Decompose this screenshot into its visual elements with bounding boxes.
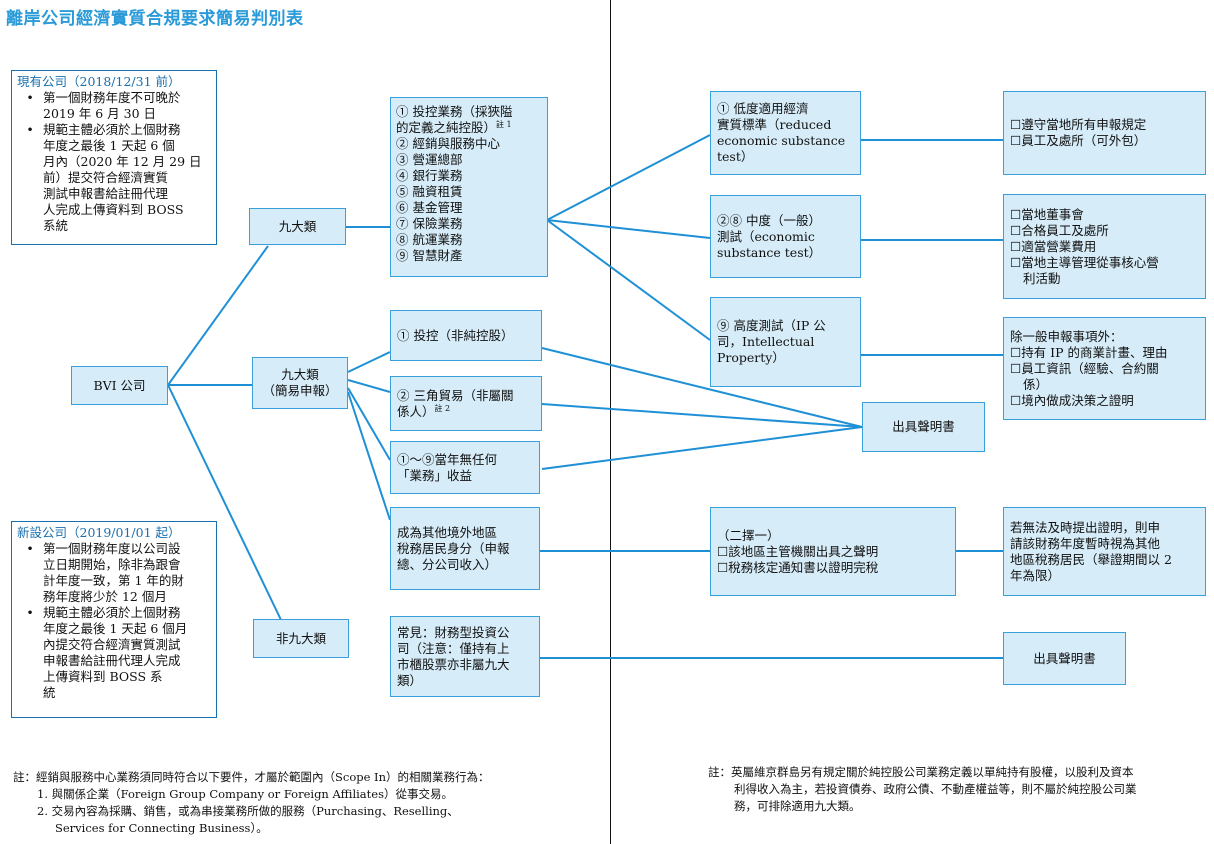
no-business-income-box: ①～⑨當年無任何 「業務」收益 [390,441,540,494]
new-bullet-2: • 規範主體必須於上個財務 年度之最後 1 天起 6 個月 內提交符合經濟實質測… [17,605,211,701]
bullet-icon: • [26,90,34,105]
connector [541,403,863,428]
high-requirements-box: 除一般申報事項外： ☐持有 IP 的商業計畫、理由 ☐員工資訊（經驗、合約關 係… [1003,317,1206,420]
footnote-mark-1: 註 1 [496,119,512,129]
financial-investment-company-box: 常見：財務型投資公 司（注意：僅持有上 市櫃股票亦非屬九大 類） [390,616,540,697]
center-divider [610,0,611,844]
low-requirements-box: ☐遵守當地所有申報規定 ☐員工及處所（可外包） [1003,91,1206,175]
mid-test-box: ②⑧ 中度（一般） 測試（economic substance test） [710,195,861,278]
existing-bullet-2: • 規範主體必須於上個財務 年度之最後 1 天起 6 個 月內（2020 年 1… [17,122,211,234]
low-test-box: ① 低度適用經濟 實質標準（reduced economic substance… [710,91,861,175]
existing-company-box: 現有公司（2018/12/31 前） • 第一個財務年度不可晚於 2019 年 … [11,70,217,245]
connector [541,426,863,470]
connector [546,134,711,221]
nine-categories-list: ① 投控業務（採狹隘 的定義之純控股）註 1 ② 經銷與服務中心 ③ 營運總部 … [390,97,548,277]
non-nine-categories-node: 非九大類 [253,619,349,658]
page-title: 離岸公司經濟實質合規要求簡易判別表 [6,9,304,29]
connector [546,219,711,341]
connector [541,347,863,428]
connector [347,351,391,373]
bvi-company-node: BVI 公司 [71,366,168,405]
triangular-trade-box: ② 三角貿易（非屬關 係人）註 2 [390,376,542,431]
footnote-right: 註：英屬維京群島另有規定關於純控股公司業務定義以單純持有股權，以股利及資本 利得… [708,765,1137,813]
fallback-tax-resident-box: 若無法及時提出證明，則申 請該財務年度暫時視為其他 地區稅務居民（舉證期間以 2… [1003,507,1206,596]
high-test-box: ⑨ 高度測試（IP 公 司，Intellectual Property） [710,297,861,387]
new-bullet-1: • 第一個財務年度以公司設 立日期開始，除非為跟會 計年度一致，第 1 年的財 … [17,541,211,605]
new-company-box: 新設公司（2019/01/01 起） • 第一個財務年度以公司設 立日期開始，除… [11,521,217,718]
connector [167,245,269,386]
mid-requirements-box: ☐當地董事會 ☐合格員工及處所 ☐適當營業費用 ☐當地主導管理從事核心營 利活動 [1003,194,1206,299]
choose-one-box: （二擇一） ☐該地區主管機關出具之聲明 ☐稅務核定通知書以證明完稅 [710,507,956,596]
bullet-icon: • [26,541,34,556]
foreign-tax-resident-box: 成為其他境外地區 稅務居民身分（申報 總、分公司收入） [390,507,540,590]
new-company-heading: 新設公司（2019/01/01 起） [17,525,181,540]
holding-non-pure-box: ① 投控（非純控股） [390,310,542,361]
connector [347,387,391,461]
connector [167,384,283,623]
bullet-icon: • [26,605,34,620]
declaration-box-2: 出具聲明書 [1003,632,1126,685]
connector [546,219,711,239]
declaration-box: 出具聲明書 [862,402,985,452]
connector [347,379,391,393]
existing-bullet-1: • 第一個財務年度不可晚於 2019 年 6 月 30 日 [17,90,211,122]
connector [347,391,391,521]
nine-categories-simple-node: 九大類 （簡易申報） [252,357,348,409]
footnote-mark-2: 註 2 [434,403,451,413]
bullet-icon: • [26,122,34,137]
footnote-left: 註：經銷與服務中心業務須同時符合以下要件，才屬於範圍內（Scope In）的相關… [13,770,490,835]
nine-categories-node: 九大類 [249,208,346,245]
existing-company-heading: 現有公司（2018/12/31 前） [17,74,181,89]
